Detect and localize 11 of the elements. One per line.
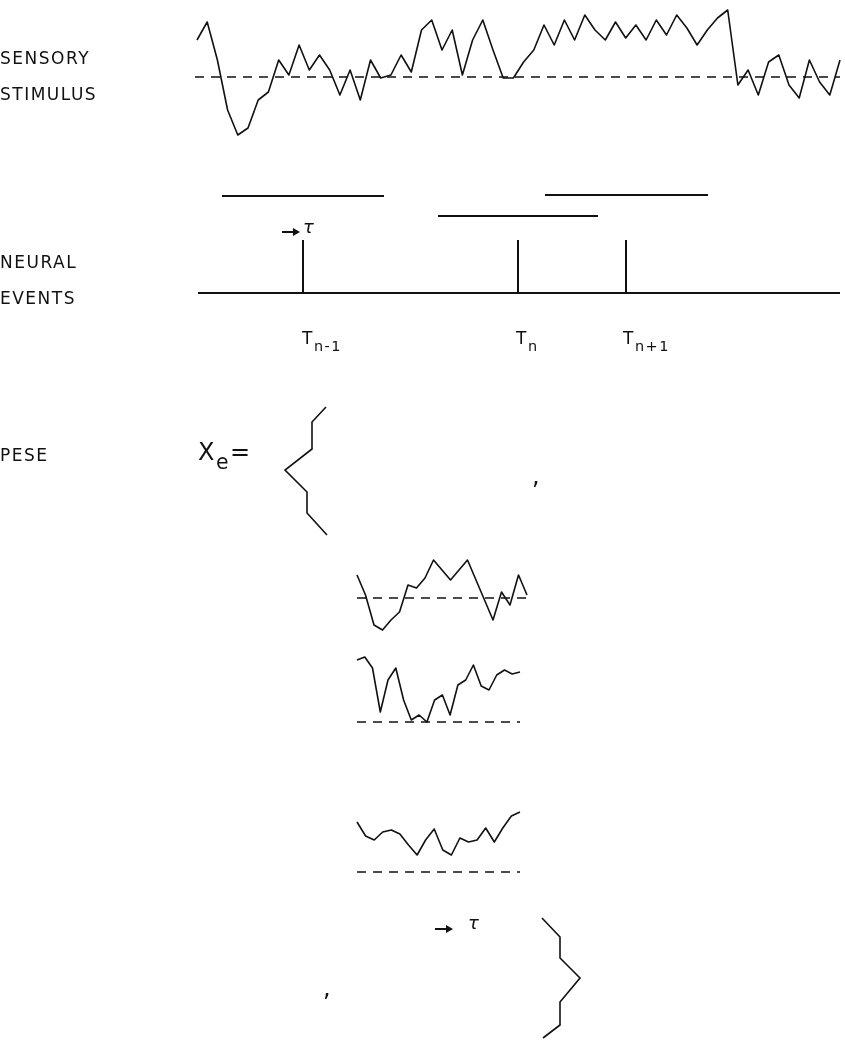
- comma: ,: [532, 461, 542, 492]
- comma: ,: [323, 973, 333, 1004]
- tau-symbol: τ: [468, 911, 481, 935]
- time-label: T$_{n-1}$: [302, 327, 342, 356]
- axis-label: NEURAL EVENTS: [0, 251, 79, 310]
- axis-label: SENSORY STIMULUS: [0, 47, 99, 106]
- time-label: T$_{n}$: [516, 327, 539, 356]
- time-label: T$_{n+1}$: [623, 327, 670, 356]
- tau-symbol: τ: [303, 215, 316, 239]
- equation-label: X$_{e}$=: [198, 437, 252, 477]
- axis-label: PESE: [0, 444, 49, 467]
